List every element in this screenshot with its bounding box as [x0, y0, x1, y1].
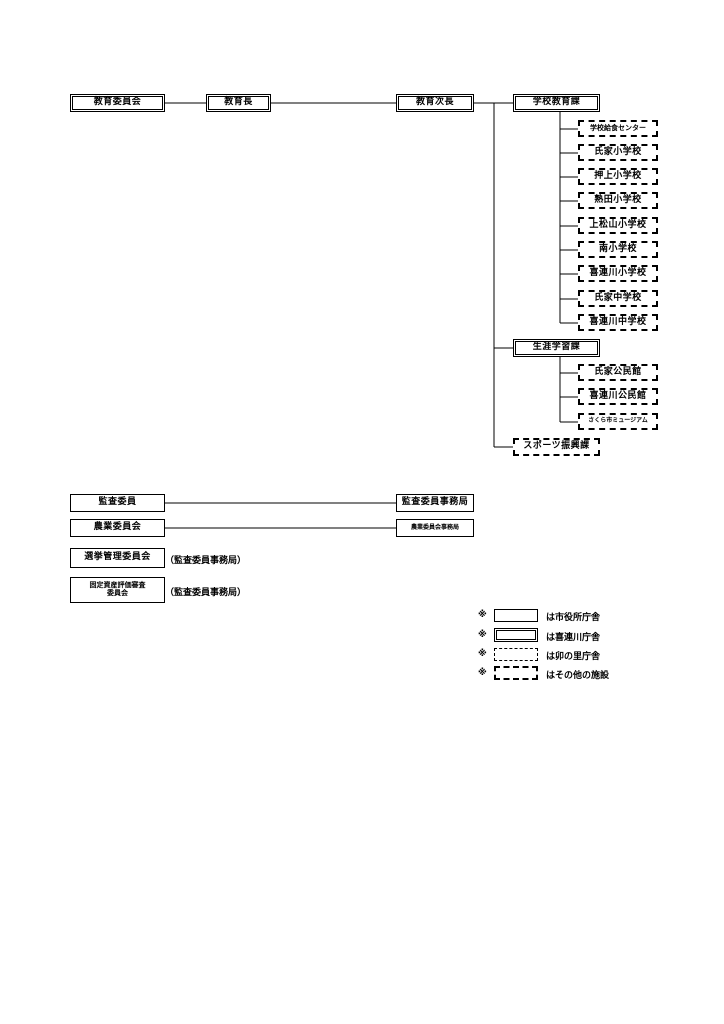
legend-label-other-facility: はその他の施設: [546, 671, 610, 681]
facility-label: 喜連川公民館: [589, 390, 647, 401]
legend-mark: ※: [478, 630, 487, 640]
facility-box-kamimatsuyama-elementary: 上松山小学校: [578, 217, 658, 234]
election-committee-note: （監査委員事務局）: [165, 556, 247, 566]
school-education-division-box: 学校教育課: [513, 94, 600, 112]
facility-box-ujiie-junior-high: 氏家中学校: [578, 290, 658, 307]
audit-commissioner-label: 監査委員: [98, 497, 137, 508]
agriculture-office-label: 農業委員会事務局: [410, 523, 459, 531]
fixed-asset-label-line1: 固定資産評価審査: [89, 581, 146, 590]
board-of-education-label: 教育委員会: [93, 97, 142, 108]
audit-office-label: 監査委員事務局: [401, 497, 469, 508]
facility-box-kitsuregawa-junior-high: 喜連川中学校: [578, 314, 658, 331]
agriculture-committee-label: 農業委員会: [93, 522, 142, 533]
legend-label-unosato-office: は卯の里庁舎: [546, 652, 601, 662]
facility-box-sakura-city-museum: さくら市ミュージアム: [578, 413, 658, 430]
audit-office-box: 監査委員事務局: [396, 494, 474, 512]
facility-label: 押上小学校: [594, 170, 642, 181]
superintendent-label: 教育長: [224, 97, 253, 108]
agriculture-committee-box: 農業委員会: [70, 519, 165, 537]
agriculture-office-box: 農業委員会事務局: [396, 519, 474, 537]
fixed-asset-label-line2: 委員会: [107, 589, 128, 597]
deputy-superintendent-box: 教育次長: [396, 94, 474, 112]
facility-box-school-lunch-center: 学校給食センター: [578, 120, 658, 137]
facility-label: 南小学校: [598, 243, 637, 254]
lifelong-learning-division-box: 生涯学習課: [513, 339, 600, 357]
legend-label-city-hall: は市役所庁舎: [546, 613, 601, 623]
fixed-asset-review-committee-box: 固定資産評価審査 委員会: [70, 577, 165, 603]
fixed-asset-committee-note: （監査委員事務局）: [165, 588, 247, 598]
legend-swatch-unosato-office: [494, 648, 538, 661]
school-education-division-label: 学校教育課: [532, 97, 581, 108]
superintendent-box: 教育長: [206, 94, 271, 112]
facility-box-oshiage-elementary: 押上小学校: [578, 168, 658, 185]
facility-box-kumada-elementary: 熟田小学校: [578, 192, 658, 209]
legend-mark: ※: [478, 649, 487, 659]
facility-label: 上松山小学校: [589, 219, 647, 230]
facility-box-minami-elementary: 南小学校: [578, 241, 658, 258]
legend-swatch-other-facility: [494, 666, 538, 680]
facility-box-kitsuregawa-elementary: 喜連川小学校: [578, 265, 658, 282]
facility-label: 氏家小学校: [594, 146, 642, 157]
deputy-superintendent-label: 教育次長: [415, 97, 454, 108]
election-committee-label: 選挙管理委員会: [84, 552, 151, 563]
facility-label: 喜連川中学校: [589, 316, 647, 327]
facility-label: 熟田小学校: [594, 194, 642, 205]
facility-label: 氏家中学校: [594, 292, 642, 303]
legend-mark: ※: [478, 610, 487, 620]
election-committee-box: 選挙管理委員会: [70, 548, 165, 568]
legend-label-kitsuregawa-office: は喜連川庁舎: [546, 633, 601, 643]
facility-box-ujiie-community-center: 氏家公民館: [578, 364, 658, 381]
facility-label: 喜連川小学校: [589, 267, 647, 278]
facility-label: さくら市ミュージアム: [588, 417, 648, 425]
sports-promotion-division-box: スポーツ振興課: [513, 438, 600, 456]
board-of-education-box: 教育委員会: [70, 94, 165, 112]
facility-box-kitsuregawa-community-center: 喜連川公民館: [578, 388, 658, 405]
legend-swatch-kitsuregawa-office: [494, 628, 538, 642]
facility-label: 氏家公民館: [594, 366, 642, 377]
sports-promotion-division-label: スポーツ振興課: [523, 441, 590, 452]
audit-commissioner-box: 監査委員: [70, 494, 165, 512]
facility-box-ujiie-elementary: 氏家小学校: [578, 144, 658, 161]
lifelong-learning-division-label: 生涯学習課: [532, 342, 581, 353]
legend-mark: ※: [478, 668, 487, 678]
facility-label: 学校給食センター: [590, 123, 646, 132]
legend-swatch-city-hall: [494, 609, 538, 622]
